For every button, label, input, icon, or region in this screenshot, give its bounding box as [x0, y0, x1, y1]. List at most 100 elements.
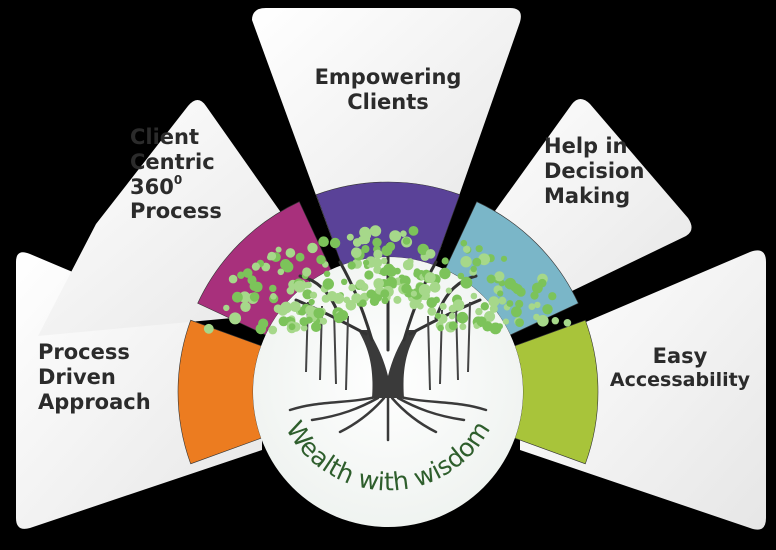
- leaf-cluster: [472, 257, 482, 267]
- leaf-cluster: [409, 300, 419, 310]
- leaf-cluster: [373, 281, 382, 289]
- leaf-cluster: [373, 249, 383, 259]
- leaf-cluster: [401, 283, 412, 294]
- leaf-cluster: [400, 230, 407, 237]
- leaf-cluster: [511, 306, 522, 318]
- leaf-cluster: [418, 284, 431, 296]
- leaf-cluster: [429, 281, 441, 293]
- leaf-cluster: [498, 296, 507, 305]
- leaf-cluster: [323, 270, 331, 277]
- leaf-cluster: [251, 262, 260, 271]
- leaf-cluster: [308, 298, 315, 306]
- leaf-cluster: [363, 259, 370, 266]
- label-line: Clients: [347, 89, 429, 114]
- leaf-cluster: [475, 307, 483, 316]
- leaf-cluster: [355, 279, 366, 290]
- leaf-cluster: [445, 287, 452, 294]
- leaf-cluster: [351, 247, 362, 258]
- panel-empowering-clients: [252, 8, 521, 250]
- segment-label-empowering-clients: Empowering Clients: [288, 65, 488, 115]
- leaf-cluster: [249, 292, 260, 302]
- segment-label-easy-access: Easy Accessability: [600, 344, 760, 391]
- leaf-cluster: [361, 245, 370, 253]
- leaf-cluster: [489, 304, 498, 313]
- label-line: Easy: [652, 344, 708, 368]
- leaf-cluster: [475, 245, 483, 253]
- leaf-cluster: [402, 259, 414, 271]
- leaf-cluster: [402, 237, 411, 245]
- leaf-cluster: [484, 311, 496, 322]
- leaf-cluster: [385, 266, 397, 277]
- leaf-cluster: [379, 267, 389, 277]
- leaf-cluster: [459, 323, 467, 331]
- leaf-cluster: [322, 278, 334, 290]
- leaf-cluster: [416, 302, 424, 310]
- banyan-tree-icon: [203, 225, 572, 442]
- leaf-cluster: [361, 230, 372, 241]
- leaf-cluster: [288, 323, 296, 331]
- leaf-cluster: [320, 317, 328, 325]
- label-line: Accessability: [609, 368, 751, 391]
- leaf-cluster: [385, 241, 396, 252]
- label-number: 360: [130, 174, 174, 199]
- leaf-cluster: [318, 236, 329, 247]
- leaf-cluster: [316, 255, 326, 265]
- leaf-cluster: [457, 272, 465, 280]
- leaf-cluster: [452, 299, 465, 312]
- leaf-cluster: [270, 293, 277, 300]
- leaf-cluster: [494, 271, 505, 282]
- leaf-cluster: [280, 259, 291, 270]
- leaf-cluster: [346, 233, 354, 241]
- leaf-cluster: [434, 312, 441, 319]
- leaf-cluster: [497, 290, 504, 297]
- leaf-cluster: [480, 302, 489, 311]
- leaf-cluster: [289, 301, 301, 312]
- leaf-cluster: [229, 312, 242, 325]
- leaf-cluster: [424, 272, 436, 284]
- label-line: Decision: [544, 158, 645, 183]
- leaf-cluster: [268, 325, 278, 335]
- arc-easy-access: [514, 319, 599, 465]
- leaf-cluster: [380, 289, 390, 299]
- leaf-cluster: [542, 304, 553, 315]
- leaf-cluster: [364, 270, 374, 280]
- leaf-cluster: [345, 300, 357, 311]
- leaf-cluster: [533, 313, 540, 321]
- leaf-cluster: [389, 230, 402, 243]
- leaf-cluster: [488, 296, 500, 307]
- leaf-cluster: [277, 268, 285, 276]
- leaf-cluster: [372, 237, 382, 248]
- leaf-cluster: [417, 243, 429, 256]
- leaf-cluster: [329, 237, 341, 249]
- leaf-cluster: [476, 316, 487, 327]
- leaf-cluster: [534, 301, 541, 309]
- leaf-cluster: [463, 245, 471, 253]
- leaf-cluster: [551, 317, 559, 325]
- leaf-cluster: [506, 300, 514, 307]
- leaf-cluster: [437, 324, 444, 332]
- leaf-cluster: [228, 274, 238, 284]
- leaf-cluster: [502, 318, 509, 325]
- leaf-cluster: [460, 239, 468, 247]
- leaf-cluster: [277, 305, 289, 316]
- leaf-cluster: [515, 299, 524, 309]
- leaf-cluster: [372, 257, 383, 268]
- segment-label-client-centric: Client Centric 3600 Process: [130, 125, 222, 224]
- leaf-cluster: [203, 323, 214, 334]
- leaf-cluster: [321, 294, 330, 303]
- leaf-cluster: [255, 323, 267, 335]
- leaf-cluster: [448, 321, 458, 331]
- leaf-cluster: [548, 292, 557, 301]
- leaf-cluster: [267, 251, 277, 261]
- leaf-cluster: [269, 284, 277, 293]
- leaf-cluster: [410, 290, 417, 297]
- leaf-cluster: [530, 291, 539, 300]
- leaf-cluster: [515, 318, 524, 327]
- leaf-cluster: [439, 267, 451, 280]
- leaf-cluster: [426, 297, 438, 308]
- leaf-cluster: [293, 280, 306, 293]
- leaf-cluster: [532, 282, 543, 294]
- leaf-cluster: [460, 256, 472, 268]
- leaf-cluster: [300, 324, 308, 332]
- leaf-cluster: [313, 307, 325, 319]
